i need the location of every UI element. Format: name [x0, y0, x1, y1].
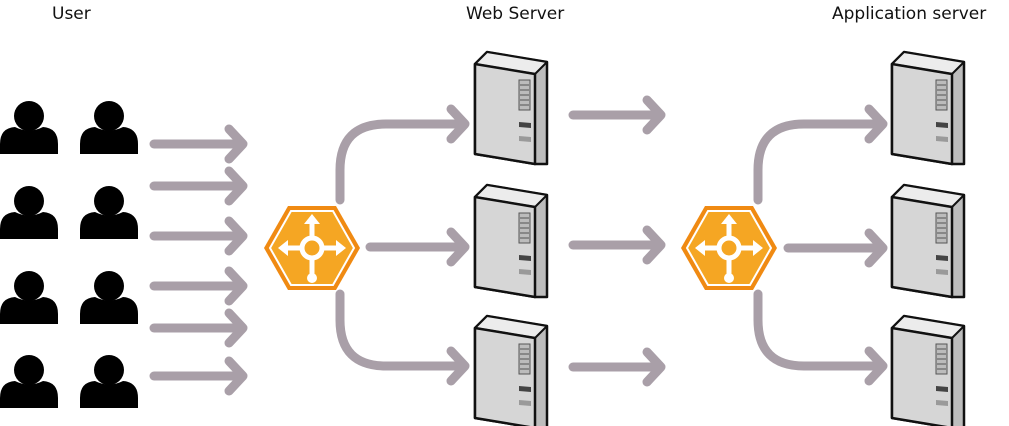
branch-arrow-top	[335, 104, 470, 205]
web-server-icon	[473, 50, 549, 166]
request-arrow	[149, 356, 248, 396]
request-arrow	[149, 166, 248, 206]
request-arrow	[149, 308, 248, 348]
application-server-icon	[890, 50, 966, 166]
application-server-icon	[890, 314, 966, 426]
request-arrow	[149, 124, 248, 164]
user-icon	[0, 355, 58, 408]
user-icon	[80, 355, 138, 408]
user-icon	[80, 186, 138, 239]
web-server-icon	[473, 183, 549, 299]
user-icon	[0, 186, 58, 239]
user-label: User	[52, 4, 91, 24]
user-icon	[80, 271, 138, 324]
user-icon	[0, 101, 58, 154]
load-balancer-icon	[264, 206, 360, 290]
request-arrow	[149, 266, 248, 306]
forward-arrow	[568, 95, 666, 135]
branch-arrow-top	[753, 104, 888, 205]
forward-arrow	[568, 347, 666, 387]
application-server-label: Application server	[832, 4, 987, 24]
forward-arrow	[568, 225, 666, 265]
load-balancer-icon	[681, 206, 777, 290]
branch-arrow-bottom	[335, 289, 470, 386]
user-icon	[0, 271, 58, 324]
web-server-label: Web Server	[466, 4, 565, 24]
web-server-icon	[473, 314, 549, 426]
branch-arrow-middle	[783, 228, 888, 268]
branch-arrow-bottom	[753, 289, 888, 386]
request-arrow	[149, 216, 248, 256]
user-icon	[80, 101, 138, 154]
application-server-icon	[890, 183, 966, 299]
branch-arrow-middle	[365, 227, 470, 267]
